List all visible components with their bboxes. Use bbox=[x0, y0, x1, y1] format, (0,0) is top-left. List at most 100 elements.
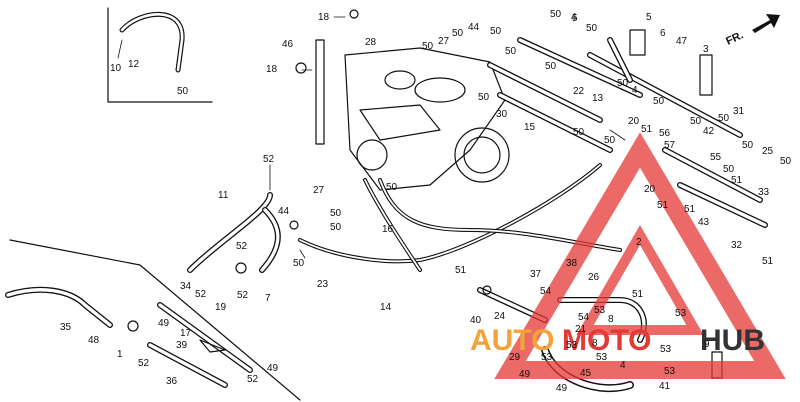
callout-37: 37 bbox=[530, 269, 542, 280]
callout-11: 11 bbox=[218, 190, 229, 201]
callout-12: 12 bbox=[128, 59, 140, 70]
callout-50: 50 bbox=[330, 208, 342, 219]
callout-51: 51 bbox=[762, 256, 774, 267]
callout-52: 52 bbox=[236, 241, 248, 252]
callout-51: 51 bbox=[455, 265, 467, 276]
callout-51: 51 bbox=[684, 204, 696, 215]
callout-48: 48 bbox=[88, 335, 100, 346]
callout-51: 51 bbox=[657, 200, 669, 211]
callout-56: 56 bbox=[659, 128, 671, 139]
callout-13: 13 bbox=[592, 93, 604, 104]
callout-15: 15 bbox=[524, 122, 536, 133]
callout-50: 50 bbox=[573, 127, 585, 138]
callout-50: 50 bbox=[718, 113, 730, 124]
callout-53: 53 bbox=[664, 366, 676, 377]
callout-49: 49 bbox=[519, 369, 531, 380]
callout-23: 23 bbox=[317, 279, 329, 290]
svg-text:HUB: HUB bbox=[700, 324, 765, 357]
callout-53: 53 bbox=[541, 352, 553, 363]
callout-16: 16 bbox=[382, 224, 394, 235]
callout-51: 51 bbox=[731, 175, 743, 186]
callout-24: 24 bbox=[494, 311, 506, 322]
callout-50: 50 bbox=[690, 116, 702, 127]
callout-25: 25 bbox=[762, 146, 774, 157]
svg-text:AUTO: AUTO bbox=[470, 324, 554, 357]
callout-52: 52 bbox=[138, 358, 150, 369]
watermark-logo-icon bbox=[494, 132, 786, 379]
callout-51: 51 bbox=[632, 289, 644, 300]
callout-4: 4 bbox=[571, 12, 577, 23]
callout-53: 53 bbox=[566, 340, 578, 351]
callout-1: 1 bbox=[117, 349, 123, 360]
callout-10: 10 bbox=[110, 63, 122, 74]
callout-53: 53 bbox=[596, 352, 608, 363]
callout-20: 20 bbox=[644, 184, 656, 195]
watermark-text: AUTO MOTO HUB bbox=[470, 324, 765, 357]
front-direction-indicator: FR. bbox=[724, 14, 780, 48]
callout-52: 52 bbox=[263, 154, 275, 165]
callout-38: 38 bbox=[566, 258, 578, 269]
callout-29: 29 bbox=[509, 352, 521, 363]
callout-31: 31 bbox=[733, 106, 745, 117]
callout-44: 44 bbox=[278, 206, 290, 217]
callout-9: 9 bbox=[704, 339, 710, 350]
callout-3: 3 bbox=[703, 44, 709, 55]
callout-44: 44 bbox=[468, 22, 480, 33]
callout-8: 8 bbox=[592, 338, 598, 349]
callout-50: 50 bbox=[723, 164, 735, 175]
callout-17: 17 bbox=[180, 328, 192, 339]
callout-22: 22 bbox=[573, 86, 585, 97]
callout-7: 7 bbox=[265, 293, 271, 304]
callout-43: 43 bbox=[698, 217, 710, 228]
callout-53: 53 bbox=[675, 308, 687, 319]
callout-33: 33 bbox=[758, 187, 770, 198]
callout-50: 50 bbox=[653, 96, 665, 107]
callout-18: 18 bbox=[266, 64, 278, 75]
callout-4: 4 bbox=[620, 360, 626, 371]
callout-20: 20 bbox=[628, 116, 640, 127]
callout-36: 36 bbox=[166, 376, 178, 387]
callout-8: 8 bbox=[608, 314, 614, 325]
callout-55: 55 bbox=[710, 152, 722, 163]
inset-frame bbox=[107, 7, 213, 103]
callout-50: 50 bbox=[330, 222, 342, 233]
callout-54: 54 bbox=[540, 286, 552, 297]
callout-50: 50 bbox=[545, 61, 557, 72]
callout-14: 14 bbox=[380, 302, 392, 313]
callout-32: 32 bbox=[731, 240, 743, 251]
callout-51: 51 bbox=[641, 124, 653, 135]
callout-50: 50 bbox=[550, 9, 562, 20]
callout-57: 57 bbox=[664, 140, 676, 151]
callout-49: 49 bbox=[556, 383, 568, 394]
callout-50: 50 bbox=[452, 28, 464, 39]
callout-50: 50 bbox=[490, 26, 502, 37]
callout-35: 35 bbox=[60, 322, 72, 333]
callout-52: 52 bbox=[237, 290, 249, 301]
callout-52: 52 bbox=[247, 374, 259, 385]
callout-2: 2 bbox=[636, 237, 642, 248]
callout-42: 42 bbox=[703, 126, 715, 137]
callout-50: 50 bbox=[386, 182, 398, 193]
callout-21: 21 bbox=[575, 324, 587, 335]
callout-50: 50 bbox=[505, 46, 517, 57]
callout-50: 50 bbox=[586, 23, 598, 34]
svg-text:FR.: FR. bbox=[724, 29, 745, 47]
callout-50: 50 bbox=[742, 140, 754, 151]
callout-30: 30 bbox=[496, 109, 508, 120]
callout-39: 39 bbox=[176, 340, 188, 351]
callout-5: 5 bbox=[572, 13, 578, 24]
callout-27: 27 bbox=[438, 36, 450, 47]
callout-27: 27 bbox=[313, 185, 325, 196]
callout-53: 53 bbox=[594, 305, 606, 316]
callout-40: 40 bbox=[470, 315, 482, 326]
callout-50: 50 bbox=[293, 258, 305, 269]
callout-41: 41 bbox=[659, 381, 671, 392]
callout-28: 28 bbox=[365, 37, 377, 48]
callout-46: 46 bbox=[282, 39, 294, 50]
callout-49: 49 bbox=[267, 363, 279, 374]
callout-50: 50 bbox=[478, 92, 490, 103]
callout-18: 18 bbox=[318, 12, 330, 23]
